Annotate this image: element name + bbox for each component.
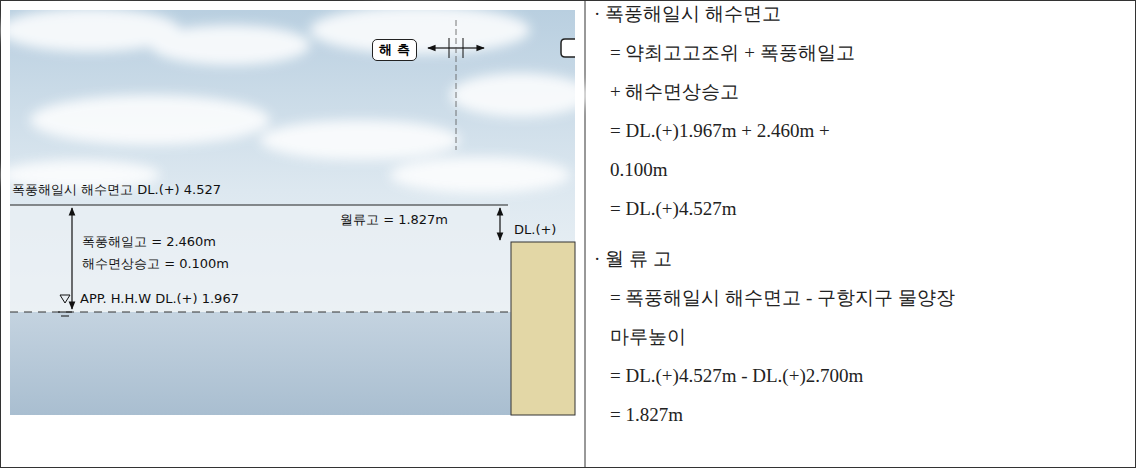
formula-line: · 폭풍해일시 해수면고 xyxy=(594,1,781,27)
formula-line: 마루높이 xyxy=(610,324,686,350)
level-label: APP. H.H.W DL.(+) 1.967 xyxy=(80,291,239,306)
formula-line: = DL.(+)4.527m xyxy=(610,198,736,220)
level-label: DL.(+) xyxy=(514,222,556,237)
level-label: 폭풍해일시 해수면고 DL.(+) 4.527 xyxy=(12,181,221,199)
dimension-label: 해수면상승고 = 0.100m xyxy=(82,255,229,273)
formula-line: + 해수면상승고 xyxy=(610,79,739,105)
formula-line: = DL.(+)1.967m + 2.460m + xyxy=(610,120,830,142)
side-box: 해 측 xyxy=(372,39,417,61)
formula-line: = 1.827m xyxy=(610,404,683,426)
formula-line: · 월 류 고 xyxy=(594,246,672,272)
formula-line: 0.100m xyxy=(610,159,668,181)
dimension-label: 월류고 = 1.827m xyxy=(340,211,448,229)
formula-line: = 약최고고조위 + 폭풍해일고 xyxy=(610,40,855,66)
side-label: 해 측 xyxy=(379,42,410,57)
formula-line: = DL.(+)4.527m - DL.(+)2.700m xyxy=(610,365,863,387)
formula-line: = 폭풍해일시 해수면고 - 구항지구 물양장 xyxy=(610,285,955,311)
dimension-label: 폭풍해일고 = 2.460m xyxy=(82,233,216,251)
